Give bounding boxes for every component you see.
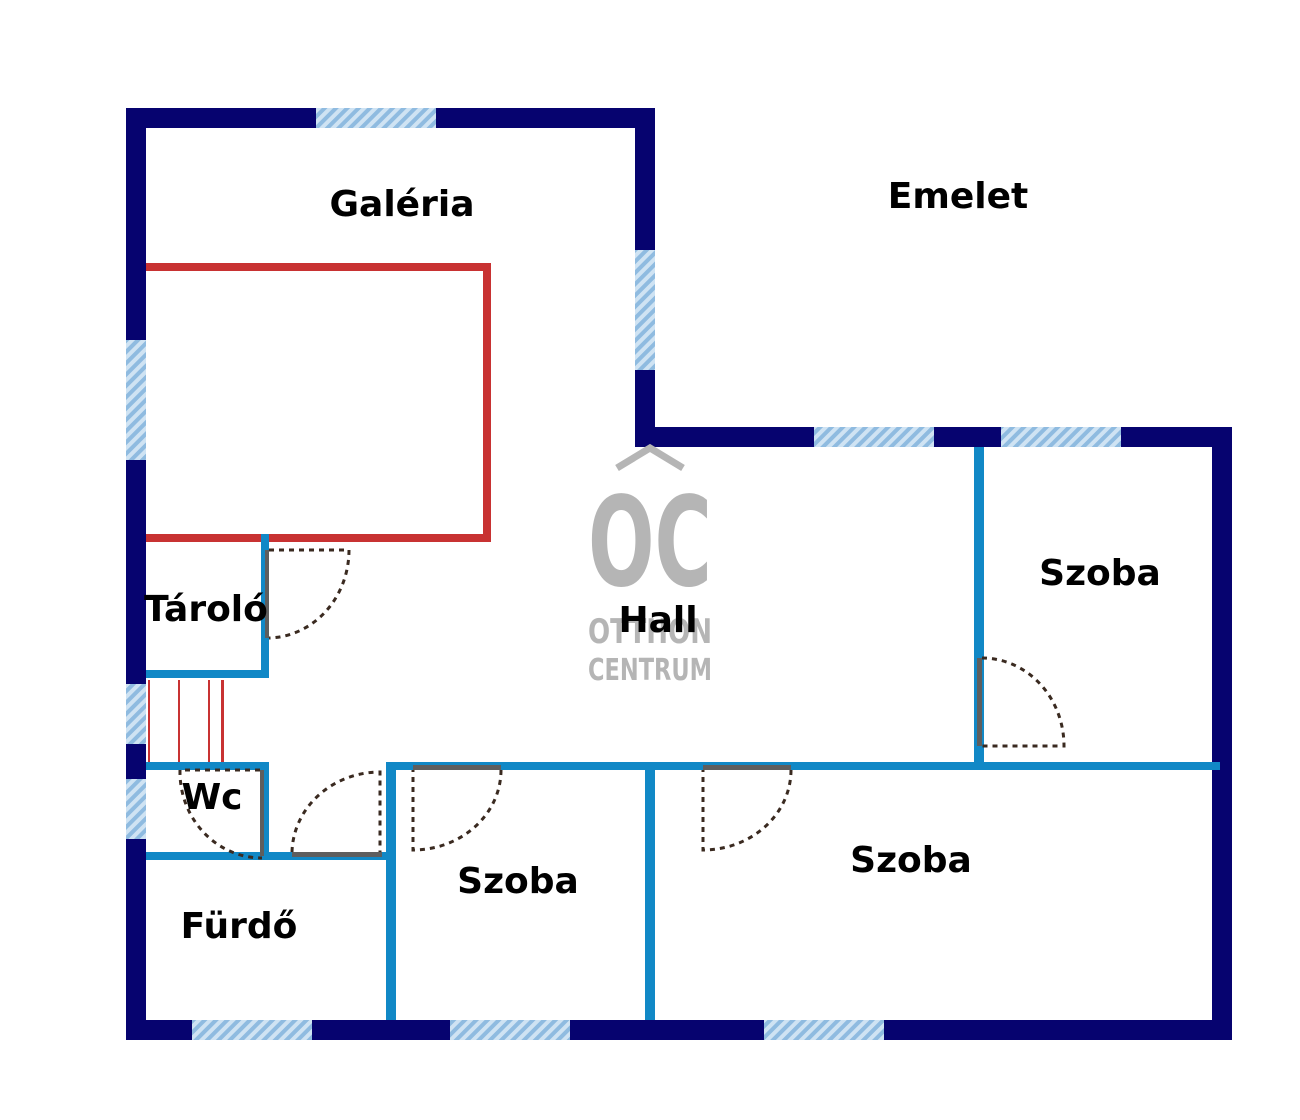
room-label-furdo: Fürdő	[181, 906, 298, 947]
door-swing	[411, 769, 503, 852]
floor-label: Emelet	[888, 176, 1028, 217]
room-label-galeria: Galéria	[330, 184, 475, 225]
doors	[178, 548, 1066, 860]
logo-line-1: OTTHON	[588, 612, 712, 652]
door-leaf	[413, 765, 501, 770]
south-corridor-wall	[386, 762, 1220, 770]
window	[764, 1020, 884, 1040]
logo-monogram: OC	[588, 471, 712, 615]
wc-wall-bottom	[146, 852, 392, 860]
tarolo-wall-bottom	[146, 670, 269, 678]
door-swing	[290, 770, 382, 853]
logo-roof-icon	[615, 443, 685, 471]
furdo-szoba-partition	[386, 762, 396, 1020]
otthon-centrum-logo: OC OTTHON CENTRUM	[588, 443, 712, 688]
windows	[126, 108, 1121, 1040]
door-leaf	[265, 550, 269, 638]
door-leaf	[260, 770, 264, 856]
void-edge-right	[483, 263, 491, 542]
door-swing	[268, 548, 351, 640]
stair-step	[221, 680, 224, 762]
window	[1001, 427, 1121, 447]
gallery-void-outline	[146, 263, 491, 542]
door-swing	[178, 768, 263, 860]
stair-step	[148, 680, 150, 762]
door-leaf	[977, 658, 982, 746]
door-swing	[981, 656, 1066, 748]
room-label-szoba-south-left: Szoba	[457, 861, 579, 902]
window	[126, 779, 146, 839]
window	[450, 1020, 570, 1040]
window	[192, 1020, 312, 1040]
void-edge-bottom	[146, 534, 491, 542]
staircase	[148, 680, 224, 762]
stair-step	[208, 680, 210, 762]
room-label-tarolo: Tároló	[144, 589, 268, 630]
void-edge-top	[146, 263, 491, 271]
east-room-partition	[974, 447, 984, 770]
room-label-szoba-south-center: Szoba	[850, 840, 972, 881]
logo-line-2: CENTRUM	[588, 653, 712, 688]
window	[126, 684, 146, 744]
door-swing	[701, 769, 793, 852]
wc-wall-top	[146, 762, 269, 770]
stair-step	[178, 680, 180, 762]
window	[316, 108, 436, 128]
outer-wall-left	[126, 108, 146, 1040]
outer-wall-bottom	[126, 1020, 1232, 1040]
window	[814, 427, 934, 447]
outer-wall-right	[1212, 427, 1232, 1040]
window	[635, 250, 655, 370]
window	[126, 340, 146, 460]
door-leaf	[703, 765, 791, 770]
szoba-szoba-partition	[645, 762, 655, 1020]
room-label-hall: Hall	[618, 600, 697, 641]
room-labels: Emelet Galéria Hall Szoba Tároló Wc Szob…	[144, 176, 1161, 947]
room-label-szoba-east: Szoba	[1039, 553, 1161, 594]
room-label-wc: Wc	[181, 777, 242, 818]
wc-wall-right	[261, 762, 269, 860]
door-leaf	[292, 852, 382, 857]
